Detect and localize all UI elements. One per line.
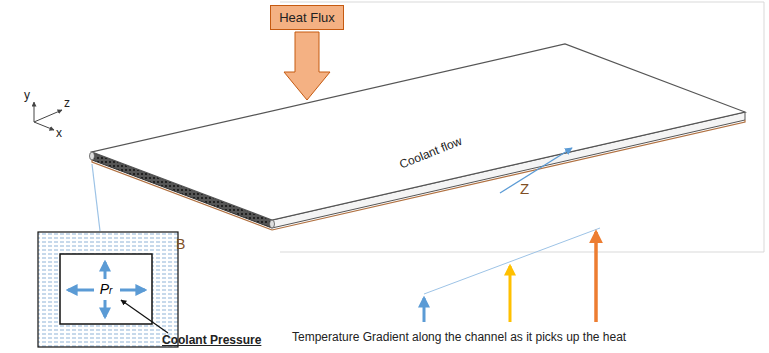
channel-section-inset xyxy=(38,164,178,347)
axis-label: x xyxy=(56,126,62,140)
temperature-gradient xyxy=(424,228,600,322)
heat-flux-arrow xyxy=(284,32,330,100)
heat-flux-box: Heat Flux xyxy=(270,5,344,30)
dimension-lines xyxy=(92,120,745,230)
axes xyxy=(34,102,62,130)
caption-note: Temperature Gradient along the channel a… xyxy=(292,330,626,344)
flow-arrow xyxy=(500,148,572,193)
dimension-label: Z xyxy=(520,180,529,197)
leader-line xyxy=(121,300,168,333)
axis-label: z xyxy=(64,96,70,110)
cooling-plate xyxy=(90,44,746,228)
frame-line xyxy=(764,2,765,252)
axis-label: y xyxy=(24,88,30,102)
callout-label: Coolant Pressure xyxy=(162,333,261,347)
box-label: Heat Flux xyxy=(279,10,335,25)
pressure-symbol: Pr xyxy=(100,281,113,297)
pressure-channel: Pr xyxy=(60,254,152,324)
dimension-label: B xyxy=(176,236,185,252)
flow-label: Coolant flow xyxy=(397,134,463,172)
frame-line xyxy=(280,2,764,3)
frame-line xyxy=(280,252,764,253)
